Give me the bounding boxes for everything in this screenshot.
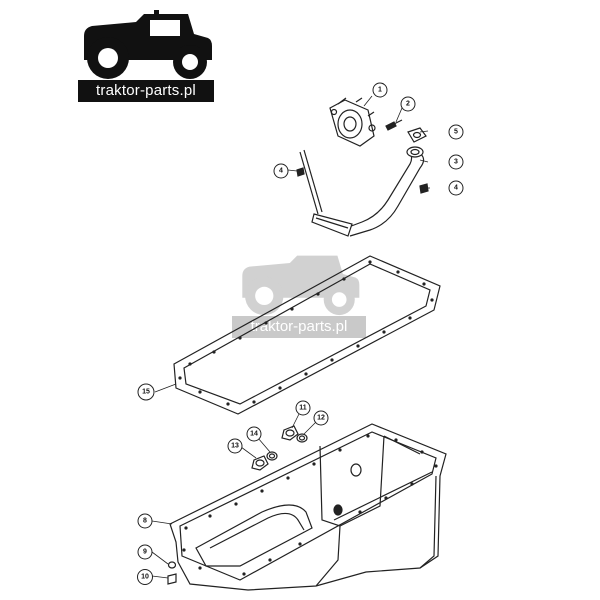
brand-logo[interactable]: traktor-parts.pl <box>78 10 214 102</box>
callout-8[interactable]: 8 <box>137 513 153 529</box>
part-washer-14 <box>266 451 278 461</box>
svg-text:9: 9 <box>143 549 147 556</box>
part-9 <box>167 561 177 569</box>
part-bolt-4 <box>296 167 429 194</box>
svg-text:2: 2 <box>406 101 410 108</box>
svg-text:15: 15 <box>142 389 150 396</box>
callout-4-left[interactable]: 4 <box>273 163 289 179</box>
svg-text:11: 11 <box>299 405 307 412</box>
svg-text:4: 4 <box>454 185 458 192</box>
watermark-tractor-icon <box>242 255 360 316</box>
callout-11[interactable]: 11 <box>295 400 311 416</box>
callout-4-right[interactable]: 4 <box>448 180 464 196</box>
svg-text:8: 8 <box>143 518 147 525</box>
svg-text:5: 5 <box>454 129 458 136</box>
part-10 <box>167 573 177 585</box>
part-gasket-5 <box>407 127 427 143</box>
brand-logo-text: traktor-parts.pl <box>78 80 214 102</box>
callout-15[interactable]: 15 <box>137 383 155 401</box>
callout-1[interactable]: 1 <box>372 82 388 98</box>
callout-3[interactable]: 3 <box>448 154 464 170</box>
part-washer-12 <box>296 433 308 443</box>
callout-2[interactable]: 2 <box>400 96 416 112</box>
tractor-silhouette-icon <box>84 10 212 79</box>
svg-text:4: 4 <box>279 168 283 175</box>
svg-text:3: 3 <box>454 159 458 166</box>
callout-5[interactable]: 5 <box>448 124 464 140</box>
part-oil-pump <box>329 97 376 147</box>
callout-12[interactable]: 12 <box>313 410 329 426</box>
callout-14[interactable]: 14 <box>246 426 262 442</box>
callout-13[interactable]: 13 <box>227 438 243 454</box>
part-oil-pan-gasket <box>173 255 441 415</box>
svg-text:12: 12 <box>317 415 325 422</box>
svg-text:14: 14 <box>250 431 258 438</box>
part-oil-pan <box>169 423 447 591</box>
part-bolt-2 <box>385 119 403 131</box>
leader-lines <box>151 95 430 579</box>
callout-9[interactable]: 9 <box>137 544 153 560</box>
svg-text:10: 10 <box>141 574 149 581</box>
svg-text:13: 13 <box>231 443 239 450</box>
callout-10[interactable]: 10 <box>137 569 153 585</box>
part-suction-tube <box>299 146 425 237</box>
svg-text:1: 1 <box>378 87 382 94</box>
part-plug-13 <box>251 455 269 471</box>
